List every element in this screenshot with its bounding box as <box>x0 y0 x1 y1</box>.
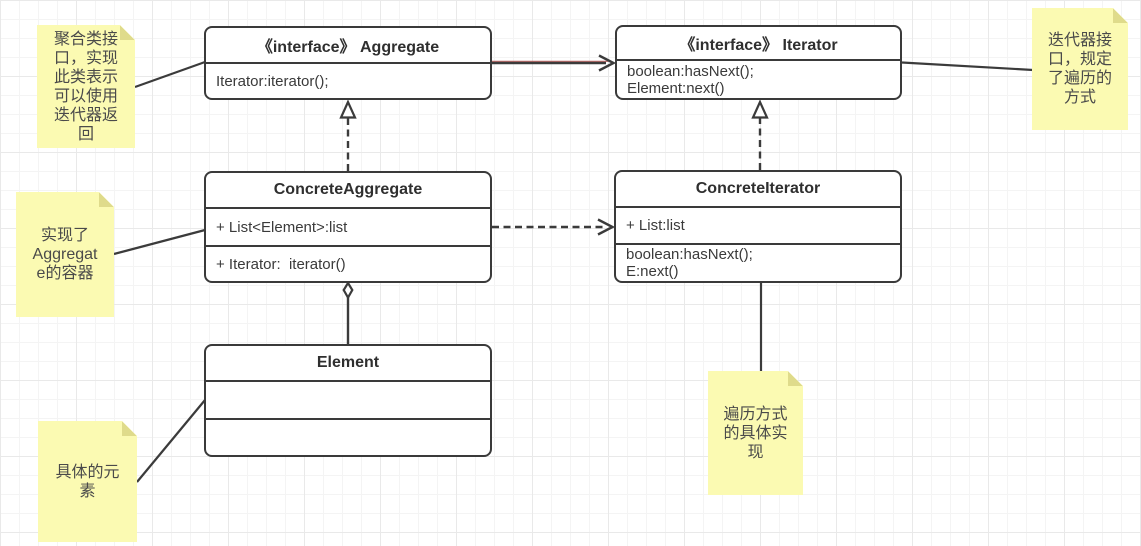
class-title: ConcreteAggregate <box>273 181 423 198</box>
class-field: + List:list <box>616 206 900 243</box>
sticky-note-text: 实现了 Aggregat e的容器 <box>32 227 98 282</box>
sticky-note-text: 具体的元 素 <box>55 463 120 500</box>
class-field: + List<Element>:list <box>206 207 490 245</box>
connector-association-aggregate-iterator[interactable] <box>492 54 617 72</box>
sticky-note-element[interactable]: 具体的元 素 <box>38 421 137 542</box>
sticky-note-aggregate[interactable]: 聚合类接 口，实现 此类表示 可以使用 迭代器返 回 <box>37 25 135 148</box>
class-member: boolean:hasNext(); <box>626 246 753 263</box>
class-members: boolean:hasNext();E:next() <box>616 243 900 281</box>
class-member: boolean:hasNext(); <box>627 62 754 80</box>
connector-realization-concrete-iterator-iterator[interactable] <box>751 99 769 170</box>
sticky-note-text: 聚合类接 口，实现 此类表示 可以使用 迭代器返 回 <box>53 30 118 143</box>
class-box-iterator[interactable]: 《interface》 Iterator boolean:hasNext();E… <box>615 25 902 100</box>
note-link-concrete-aggregate[interactable] <box>113 228 206 256</box>
sticky-note-text: 迭代器接 口，规定 了遍历的 方式 <box>1047 32 1112 106</box>
class-box-concrete-iterator[interactable]: ConcreteIterator + List:list boolean:has… <box>614 170 902 283</box>
note-link-iterator[interactable] <box>901 61 1034 72</box>
class-box-concrete-aggregate[interactable]: ConcreteAggregate + List<Element>:list +… <box>204 171 492 283</box>
class-members: boolean:hasNext();Element:next() <box>617 59 900 98</box>
sticky-note-concrete-iterator[interactable]: 遍历方式 的具体实 现 <box>708 371 803 495</box>
class-title: 《interface》 Aggregate <box>256 39 440 56</box>
connector-dependency-concrete-aggregate-concrete-iterator[interactable] <box>492 218 616 236</box>
note-link-aggregate[interactable] <box>134 60 206 89</box>
class-member: + Iterator: iterator() <box>206 245 490 281</box>
class-box-aggregate[interactable]: 《interface》 Aggregate Iterator:iterator(… <box>204 26 492 100</box>
class-member: Element:next() <box>627 79 725 97</box>
class-compartment-empty <box>206 418 490 455</box>
sticky-note-iterator[interactable]: 迭代器接 口，规定 了遍历的 方式 <box>1032 8 1128 130</box>
class-box-element[interactable]: Element <box>204 344 492 457</box>
class-title: ConcreteIterator <box>695 180 821 197</box>
connector-realization-concrete-aggregate-aggregate[interactable] <box>339 99 357 171</box>
note-link-element[interactable] <box>136 399 206 483</box>
class-compartment-empty <box>206 380 490 418</box>
class-member: E:next() <box>626 263 679 280</box>
connector-aggregation-concrete-aggregate-element[interactable] <box>342 280 354 345</box>
class-title: Element <box>316 354 380 371</box>
sticky-note-concrete-aggregate[interactable]: 实现了 Aggregat e的容器 <box>16 192 114 317</box>
class-member: Iterator:iterator(); <box>206 62 490 98</box>
sticky-note-text: 遍历方式 的具体实 现 <box>723 405 788 461</box>
class-title: 《interface》 Iterator <box>679 37 838 54</box>
